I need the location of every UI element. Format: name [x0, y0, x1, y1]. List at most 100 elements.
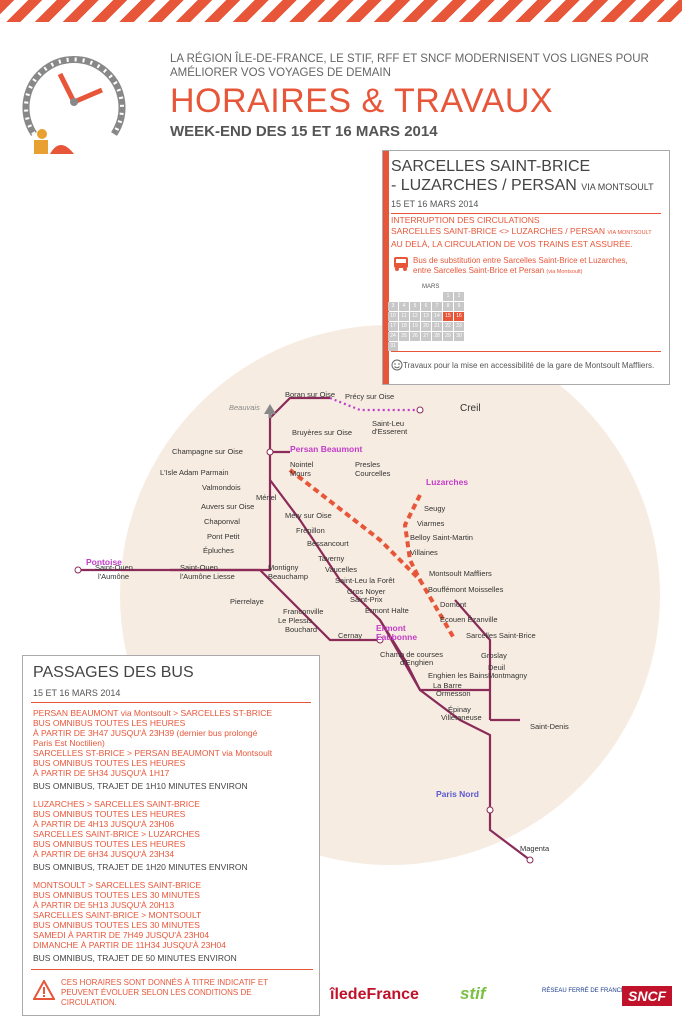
bus-line-red: DIMANCHE À PARTIR DE 11H34 JUSQU'À 23H04 — [33, 940, 226, 950]
station-franconville-3: Bouchard — [285, 625, 318, 634]
station-cernay: Cernay — [338, 631, 363, 640]
station-bessancourt: Bessancourt — [307, 539, 349, 548]
station-champ-1: Champ de courses — [380, 650, 443, 659]
station-creil: Creil — [460, 403, 481, 414]
info-date: 15 ET 16 MARS 2014 — [391, 199, 479, 209]
bus-line-red: BUS OMNIBUS TOUTES LES HEURES — [33, 758, 186, 768]
info-bus: Bus de substitution entre Sarcelles Sain… — [413, 256, 628, 275]
calendar-day: 5 — [410, 302, 420, 311]
station-groslay: Groslay — [481, 651, 507, 660]
bus-travel-time: BUS OMNIBUS, TRAJET DE 1H10 MINUTES ENVI… — [33, 781, 248, 791]
bus-line-red: À PARTIR DE 6H34 JUSQU'À 23H34 — [33, 849, 175, 859]
bus-line-red: BUS OMNIBUS TOUTES LES HEURES — [33, 839, 186, 849]
station-mery: Méry sur Oise — [285, 511, 332, 520]
line-ermont-paris-nord — [379, 619, 492, 810]
bus-travel-time: BUS OMNIBUS, TRAJET DE 1H20 MINUTES ENVI… — [33, 862, 248, 872]
calendar-day: 3 — [388, 302, 398, 311]
warning: CES HORAIRES SONT DONNÉS À TITRE INDICAT… — [31, 969, 313, 1007]
line-paris-nord-magenta — [488, 810, 531, 861]
station-belloy: Belloy Saint-Martin — [410, 533, 473, 542]
station-epluches: Épluches — [203, 546, 234, 555]
station-ermont-2: Eaubonne — [376, 632, 418, 642]
station-valmondois: Valmondois — [202, 483, 241, 492]
line-persan-boran — [269, 396, 330, 419]
bus-line-red: LUZARCHES > SARCELLES SAINT-BRICE — [33, 799, 200, 809]
interrupted-segment-persan-sarcelles — [288, 468, 457, 642]
station-soa-1: Saint-Ouen — [95, 563, 133, 572]
interrupted-segment-luzarches — [402, 494, 422, 581]
bus-line-red: BUS OMNIBUS TOUTES LES 30 MINUTES — [33, 920, 200, 930]
calendar-day: 22 — [443, 322, 453, 331]
station-franconville-2: Le Plessis — [278, 616, 313, 625]
calendar-day: 7 — [432, 302, 442, 311]
calendar-day: 11 — [399, 312, 409, 321]
station-deuil-2: Montmagny — [488, 671, 528, 680]
calendar-day: 16 — [454, 312, 464, 321]
bus-line-red: À PARTIR DE 5H34 JUSQU'À 1H17 — [33, 768, 170, 778]
works-clock-icon — [22, 55, 126, 154]
station-villaines: Villaines — [410, 548, 438, 557]
info-box: SARCELLES SAINT-BRICE - LUZARCHES / PERS… — [382, 150, 670, 385]
station-persan: Persan Beaumont — [290, 444, 363, 454]
bus-section: PERSAN BEAUMONT via Montsoult > SARCELLE… — [33, 708, 313, 791]
calendar-day: 31 — [388, 342, 398, 351]
bus-line-red: BUS OMNIBUS TOUTES LES HEURES — [33, 718, 186, 728]
station-enghien: Enghien les Bains — [428, 671, 489, 680]
station-soal-1: Saint-Ouen — [180, 563, 218, 572]
calendar-day: 28 — [432, 332, 442, 341]
bus-schedule: PERSAN BEAUMONT via Montsoult > SARCELLE… — [33, 708, 313, 971]
sncf-logo: SNCF — [622, 986, 673, 1006]
bus-line-red: BUS OMNIBUS TOUTES LES 30 MINUTES — [33, 890, 200, 900]
calendar-day: 29 — [443, 332, 453, 341]
calendar-day: 10 — [388, 312, 398, 321]
station-domont: Domont — [440, 600, 467, 609]
station-epinay-1: Épinay — [448, 705, 471, 714]
station-pont-petit: Pont Petit — [207, 532, 240, 541]
calendar-day: 20 — [421, 322, 431, 331]
calendar-day: 8 — [443, 302, 453, 311]
line-sarcelles-epinay — [454, 599, 492, 720]
warning-icon — [33, 980, 55, 1000]
bus-panel-title: PASSAGES DES BUS — [33, 664, 194, 681]
bus-panel: PASSAGES DES BUS 15 ET 16 MARS 2014 PERS… — [22, 655, 320, 1016]
calendar-day: 18 — [399, 322, 409, 331]
calendar-day: 21 — [432, 322, 442, 331]
station-precy: Précy sur Oise — [345, 392, 395, 401]
station-seugy: Seugy — [424, 504, 446, 513]
station-franconville-1: Franconville — [283, 607, 324, 616]
line-boran-creil — [329, 396, 420, 412]
info-title: SARCELLES SAINT-BRICE - LUZARCHES / PERS… — [391, 158, 654, 194]
station-epinay-2: Villetaneuse — [441, 713, 482, 722]
calendar-day: 6 — [421, 302, 431, 311]
station-nointel-2: Mours — [290, 469, 311, 478]
header-stripe — [0, 0, 682, 22]
bus-line-red: BUS OMNIBUS TOUTES LES HEURES — [33, 809, 186, 819]
station-boran: Boran sur Oise — [285, 390, 336, 399]
station-taverny: Taverny — [318, 554, 345, 563]
station-paris-nord: Paris Nord — [436, 789, 479, 799]
bus-line-red: SARCELLES SAINT-BRICE > LUZARCHES — [33, 829, 200, 839]
station-sarcelles: Sarcelles Saint-Brice — [466, 631, 536, 640]
calendar-day: 13 — [421, 312, 431, 321]
calendar-day: 15 — [443, 312, 453, 321]
calendar-day: 4 — [399, 302, 409, 311]
header-subtitle: LA RÉGION ÎLE-DE-FRANCE, LE STIF, RFF ET… — [170, 53, 649, 79]
station-la-barre-1: La Barre — [433, 681, 462, 690]
station-montigny-2: Beauchamp — [268, 572, 309, 581]
station-ermont-halte: Ermont Halte — [365, 606, 409, 615]
station-ermont-1: Ermont — [376, 623, 406, 633]
station-magenta: Magenta — [520, 844, 550, 853]
calendar-day: 1 — [443, 292, 453, 301]
station-montsoult: Montsoult Maffliers — [429, 569, 492, 578]
stif-logo: stif — [460, 984, 486, 1003]
bus-line-red: MONTSOULT > SARCELLES SAINT-BRICE — [33, 880, 202, 890]
header-dates: WEEK-END DES 15 ET 16 MARS 2014 — [170, 123, 438, 140]
station-luzarches: Luzarches — [426, 477, 469, 487]
calendar-day: 12 — [410, 312, 420, 321]
header: LA RÉGION ÎLE-DE-FRANCE, LE STIF, RFF ET… — [170, 52, 670, 140]
station-vaucelles: Vaucelles — [325, 565, 357, 574]
station-ecouen: Écouen Ézanville — [440, 615, 498, 624]
station-soal-2: l'Aumône Liesse — [180, 572, 235, 581]
station-saint-leu-esserent-1: Saint-Leu — [372, 419, 405, 428]
